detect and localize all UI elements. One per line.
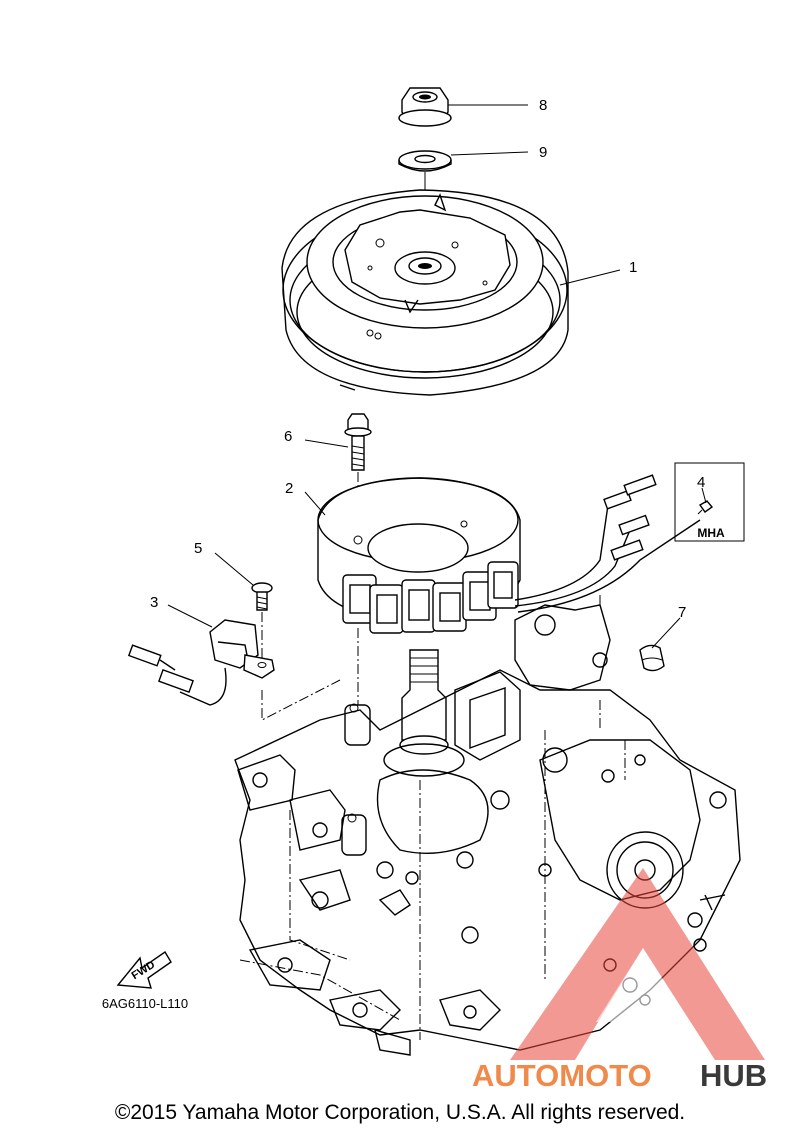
callout-2: 2 xyxy=(285,480,293,497)
part-3-pulser-coil xyxy=(127,619,275,706)
copyright-notice: ©2015 Yamaha Motor Corporation, U.S.A. A… xyxy=(114,1101,686,1124)
watermark-part1: AUTOMOTO xyxy=(472,1058,652,1093)
part-5-screw xyxy=(251,582,273,611)
watermark-part2: HUB xyxy=(700,1058,767,1093)
callout-5: 5 xyxy=(194,540,202,557)
callout-1: 1 xyxy=(629,259,637,276)
variant-box-mha: MHA xyxy=(674,462,745,542)
callout-labels: 8 9 1 2 6 5 3 4 7 xyxy=(150,97,705,621)
diagram-code: 6AG6110-L110 xyxy=(102,996,188,1011)
watermark-logo: AUTOMOTO HUB xyxy=(472,868,767,1093)
part-1-flywheel xyxy=(281,189,569,396)
part-7-key xyxy=(639,644,665,672)
callout-8: 8 xyxy=(539,97,547,114)
callout-9: 9 xyxy=(539,144,547,161)
part-9-washer xyxy=(398,150,452,172)
callout-3: 3 xyxy=(150,594,158,611)
callout-4: 4 xyxy=(697,474,705,491)
variant-box-label: MHA xyxy=(697,526,725,540)
part-8-nut xyxy=(398,87,452,127)
fwd-arrow: FWD xyxy=(116,950,172,989)
part-2-stator xyxy=(317,474,701,634)
engine-block xyxy=(234,595,741,1056)
leader-lines xyxy=(167,104,707,649)
callout-7: 7 xyxy=(678,604,686,621)
callout-6: 6 xyxy=(284,428,292,445)
part-6-bolt xyxy=(344,413,372,471)
